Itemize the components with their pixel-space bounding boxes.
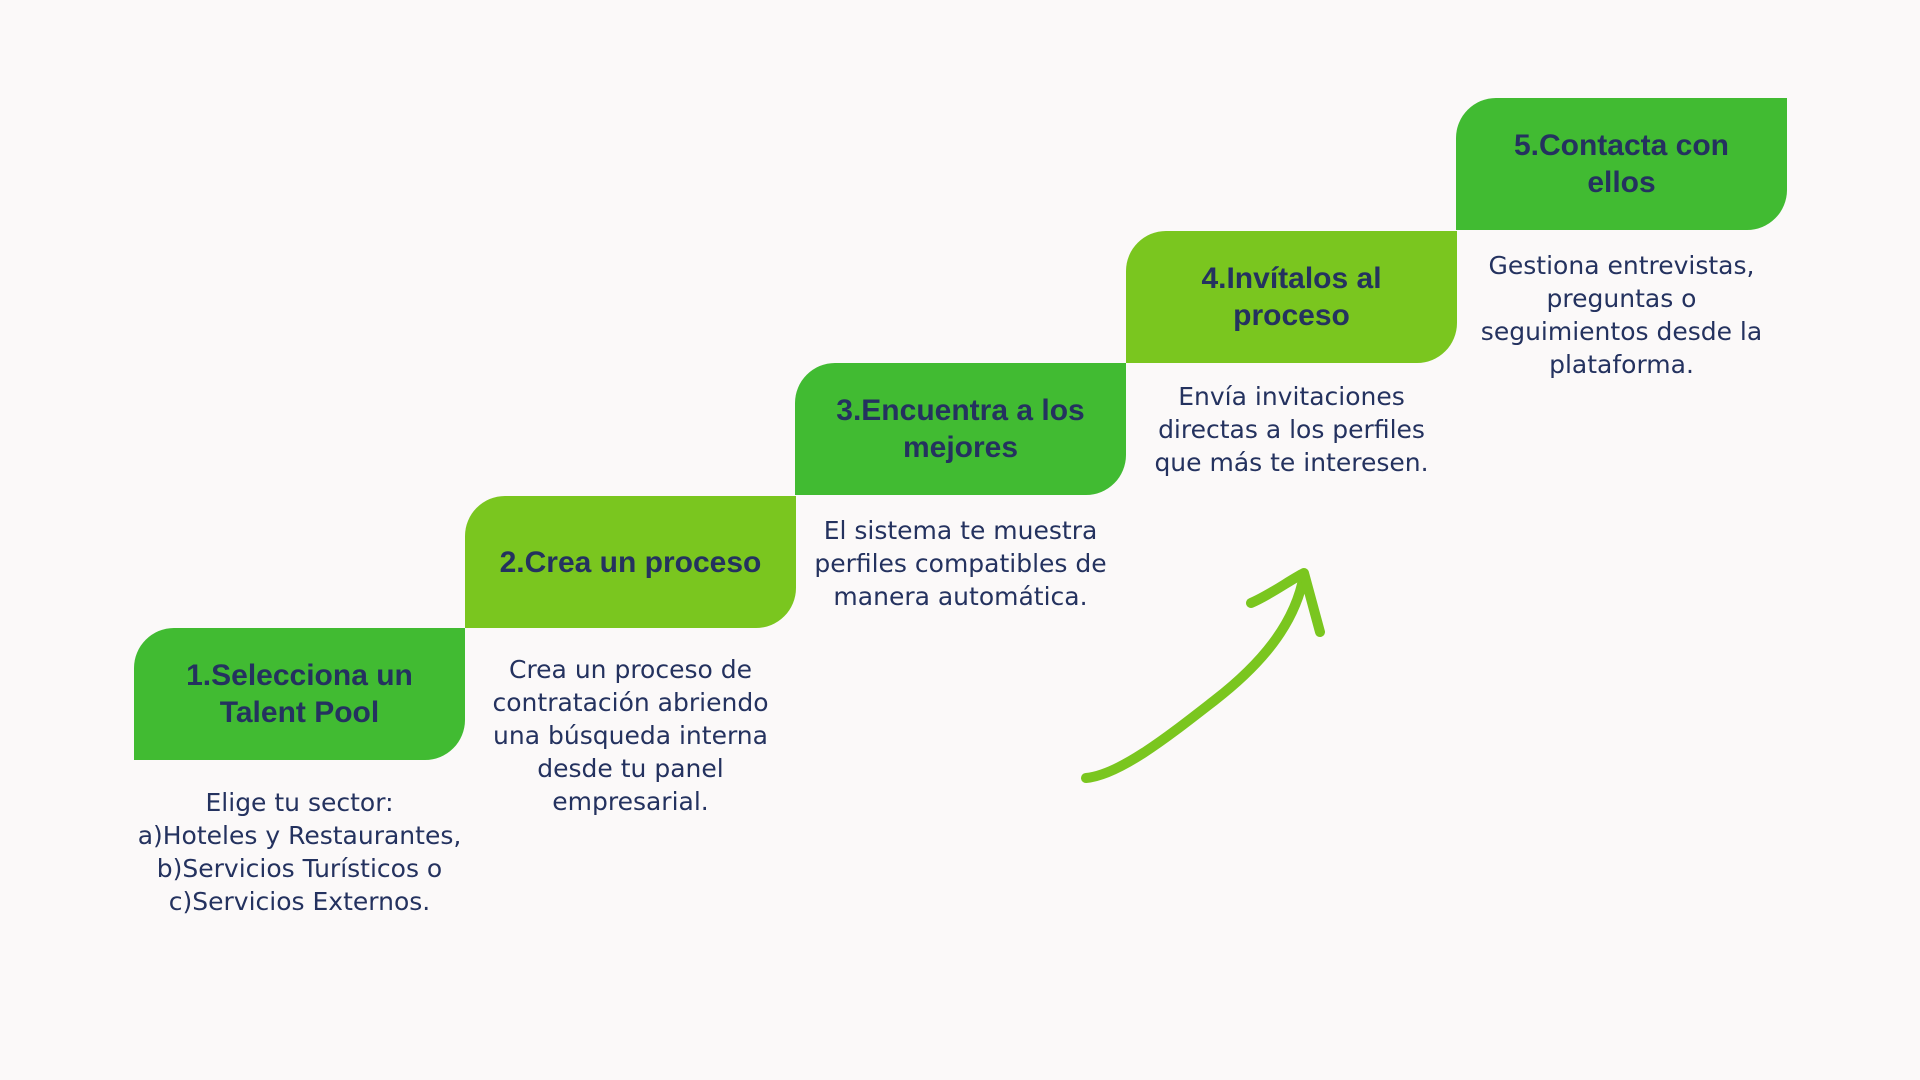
step-1-title: 1.Selecciona un Talent Pool <box>186 659 413 729</box>
step-1-description: Elige tu sector: a)Hoteles y Restaurante… <box>137 788 462 916</box>
step-5-box: 5.Contacta con ellos <box>1456 98 1787 230</box>
step-3-box: 3.Encuentra a los mejores <box>795 363 1126 495</box>
step-4-box: 4.Invítalos al proceso <box>1126 231 1457 363</box>
step-2-box: 2.Crea un proceso <box>465 496 796 628</box>
step-2-title: 2.Crea un proceso <box>499 545 762 579</box>
step-3-description: El sistema te muestra perfiles compatibl… <box>814 516 1107 611</box>
step-4-title: 4.Invítalos al proceso <box>1201 262 1382 332</box>
step-2-description: Crea un proceso de contratación abriendo… <box>492 655 769 816</box>
step-1-box: 1.Selecciona un Talent Pool <box>134 628 465 760</box>
step-3-title: 3.Encuentra a los mejores <box>836 394 1085 464</box>
step-4-description: Envía invitaciones directas a los perfil… <box>1154 382 1429 477</box>
step-5-title: 5.Contacta con ellos <box>1513 129 1730 199</box>
step-5-description: Gestiona entrevistas, preguntas o seguim… <box>1480 251 1763 379</box>
